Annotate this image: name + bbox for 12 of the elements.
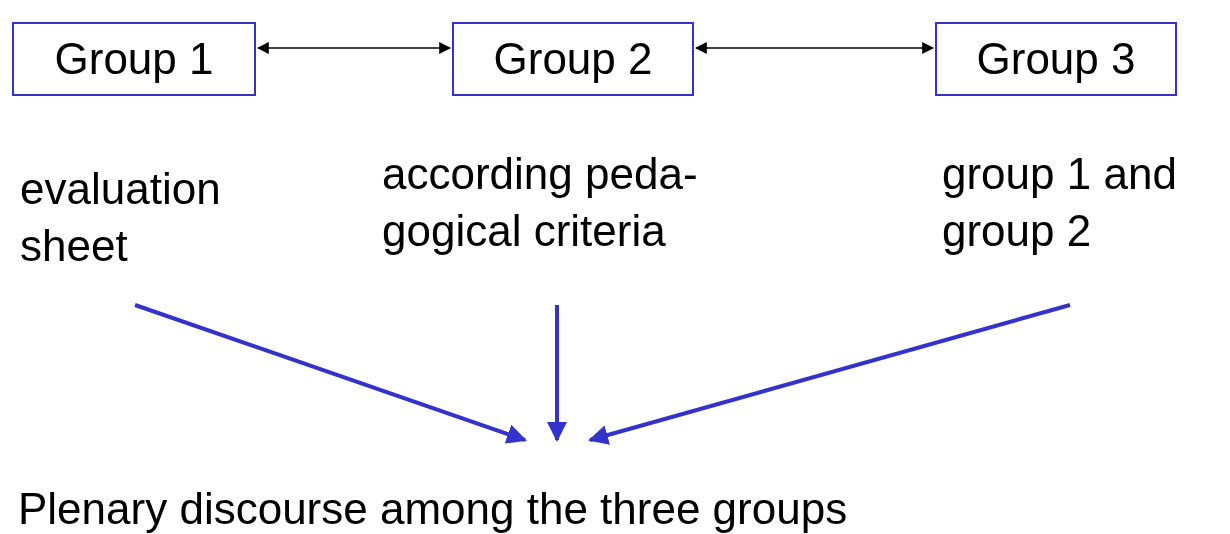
group-box: Group 3 bbox=[935, 22, 1177, 96]
group-box: Group 1 bbox=[12, 22, 256, 96]
node-text: Plenary discourse among the three groups bbox=[18, 483, 848, 534]
node-text: group 1 and group 2 bbox=[942, 148, 1178, 257]
node-text: evaluation sheet bbox=[20, 163, 222, 272]
arrow bbox=[694, 42, 935, 54]
node-text: according peda- gogical criteria bbox=[382, 148, 699, 257]
arrow bbox=[588, 303, 1071, 445]
arrow bbox=[134, 303, 527, 444]
arrow bbox=[547, 305, 567, 442]
group-box: Group 2 bbox=[452, 22, 694, 96]
arrow bbox=[256, 42, 452, 54]
